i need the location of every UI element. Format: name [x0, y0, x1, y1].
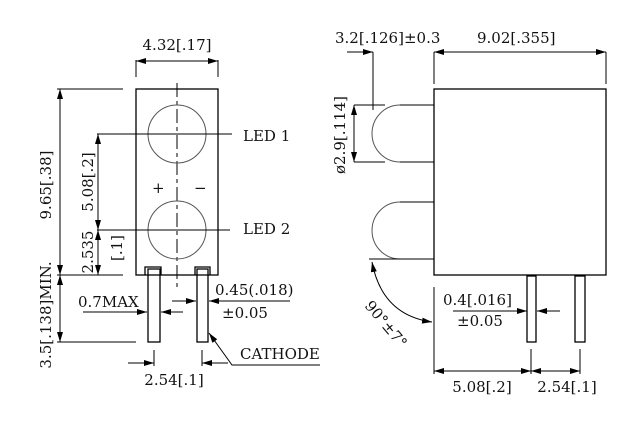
offset-dim-b: [.1] — [108, 235, 126, 261]
cathode-label: CATHODE — [240, 345, 320, 363]
plus-sign: + — [152, 179, 165, 197]
front-view: LED 1 LED 2 + − 4.32[.17] 9.65[.38] 3.5[… — [37, 36, 320, 389]
minus-sign: − — [194, 179, 207, 197]
lead-thk-dim: 0.4[.016] — [443, 291, 512, 309]
lead-offset-dim: 5.08[.2] — [452, 378, 511, 396]
pitch-dim: 5.08[.2] — [79, 152, 97, 211]
side-lead-2 — [574, 275, 586, 343]
side-lead-pitch-dim: 2.54[.1] — [537, 378, 596, 396]
led1-label: LED 1 — [243, 127, 290, 145]
lead-width-dim: 0.45(.018) — [215, 281, 294, 299]
protrusion-dim: 3.2[.126]±0.3 — [335, 29, 440, 47]
lens-dia-dim: ø2.9[.114] — [331, 96, 349, 174]
shoulder-dim: 0.7MAX — [78, 293, 139, 311]
lead-length-dim: 3.5[.138]MIN. — [37, 261, 55, 368]
side-view: 9.02[.355] 3.2[.126]±0.3 ø2.9[.114] 90°±… — [331, 29, 607, 396]
side-lead-1 — [526, 275, 537, 343]
lead-anode — [147, 268, 161, 343]
height-dim: 9.65[.38] — [37, 151, 55, 220]
side-body — [433, 88, 607, 276]
led2-dome — [371, 201, 401, 260]
led2-label: LED 2 — [243, 220, 290, 238]
led1-dome — [371, 104, 401, 163]
depth-dim: 9.02[.355] — [477, 29, 556, 47]
lead-width-tol: ±0.05 — [222, 304, 268, 322]
lead-thk-tol: ±0.05 — [457, 312, 503, 330]
lead-cathode — [196, 268, 209, 343]
lead-pitch-dim: 2.54[.1] — [144, 371, 203, 389]
angle-dim: 90°±7° — [361, 297, 411, 352]
offset-dim-a: 2.535 — [79, 231, 97, 274]
width-dim: 4.32[.17] — [143, 36, 212, 54]
